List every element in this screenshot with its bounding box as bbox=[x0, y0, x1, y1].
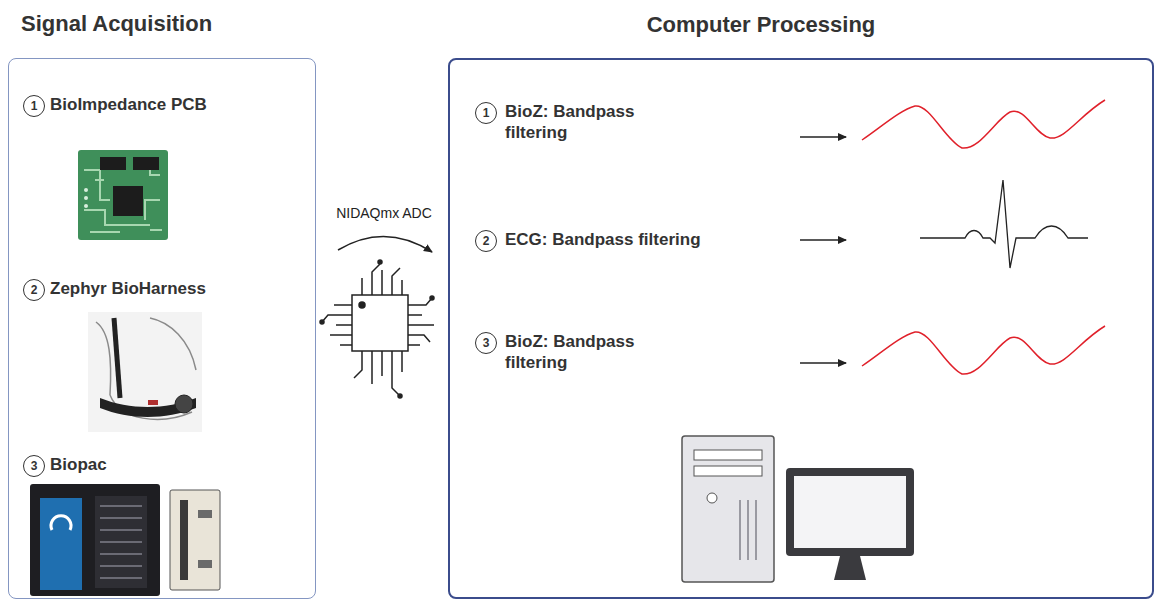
process-arrow bbox=[800, 239, 846, 241]
callout-number: 2 bbox=[31, 284, 38, 296]
pcb-board bbox=[78, 150, 168, 240]
device-name: BioImpedance PCB bbox=[50, 94, 300, 115]
biopac-illustration bbox=[30, 484, 220, 596]
callout-circle: 1 bbox=[23, 95, 45, 117]
power-button bbox=[707, 493, 717, 503]
drive-bay bbox=[694, 466, 762, 476]
drive-bay bbox=[694, 450, 762, 460]
biopac-unit bbox=[30, 484, 160, 596]
device-name: Zephyr BioHarness bbox=[50, 278, 300, 299]
panel-heading: Signal Acquisition bbox=[21, 11, 327, 37]
pcb-chip bbox=[113, 186, 143, 216]
callout-circle: 3 bbox=[475, 332, 497, 354]
shoulder-strap bbox=[114, 318, 120, 398]
module-port bbox=[198, 510, 212, 518]
pcb-chip bbox=[133, 157, 159, 170]
callout-circle: 2 bbox=[23, 279, 45, 301]
torso-outline bbox=[96, 318, 196, 419]
chip-dot bbox=[359, 302, 365, 308]
slot-lines bbox=[100, 506, 142, 578]
pcb-pad bbox=[84, 196, 88, 200]
pcb-illustration bbox=[78, 150, 168, 240]
strap-tag bbox=[148, 400, 158, 405]
callout-circle: 2 bbox=[475, 230, 497, 252]
biopac-module bbox=[170, 490, 220, 590]
pin-end bbox=[398, 394, 402, 398]
processing-step: BioZ: Bandpass filtering bbox=[505, 101, 690, 143]
bioz-waveform-group bbox=[862, 326, 1105, 374]
pcb-pad bbox=[84, 204, 88, 208]
chip-body bbox=[352, 295, 408, 351]
sensor-module bbox=[175, 395, 193, 413]
processing-step: BioZ: Bandpass filtering bbox=[505, 331, 690, 373]
biopac-logo bbox=[51, 516, 71, 530]
pcb-pad bbox=[84, 188, 88, 192]
processing-step: ECG: Bandpass filtering bbox=[505, 229, 790, 250]
callout-number: 1 bbox=[31, 100, 38, 112]
adc-label: NIDAQmx ADC bbox=[322, 204, 446, 222]
device-name: Biopac bbox=[50, 454, 300, 475]
chip-pins bbox=[322, 305, 352, 345]
adc-arrow bbox=[338, 236, 432, 252]
module-slot bbox=[180, 500, 188, 580]
chip-pins bbox=[362, 264, 402, 295]
monitor-screen bbox=[794, 476, 906, 548]
tower bbox=[682, 436, 774, 582]
chip-pins bbox=[354, 351, 402, 396]
callout-circle: 3 bbox=[23, 455, 45, 477]
ecg-waveform bbox=[920, 180, 1088, 268]
bioz-waveform bbox=[862, 100, 1105, 148]
vents bbox=[740, 500, 756, 560]
module-port bbox=[198, 560, 212, 568]
panel-heading: Computer Processing bbox=[410, 12, 1112, 38]
chip-illustration bbox=[320, 260, 434, 398]
callout-number: 3 bbox=[31, 460, 38, 472]
pcb-chip bbox=[100, 157, 126, 170]
pin-end bbox=[320, 320, 324, 324]
bioharness-illustration bbox=[88, 312, 202, 432]
photo-ground bbox=[88, 312, 202, 432]
biopac-slots bbox=[95, 496, 147, 588]
monitor-stand bbox=[834, 556, 866, 580]
pin-end bbox=[378, 260, 382, 264]
biopac-panel bbox=[40, 498, 82, 590]
monitor-bezel bbox=[786, 468, 914, 556]
pin-end bbox=[430, 296, 434, 300]
process-arrow bbox=[800, 362, 846, 364]
process-arrow bbox=[800, 136, 846, 138]
callout-number: 1 bbox=[483, 107, 490, 119]
pcb-traces bbox=[84, 160, 162, 232]
computer-illustration bbox=[682, 436, 914, 582]
callout-number: 2 bbox=[483, 235, 490, 247]
chip-pins bbox=[408, 298, 434, 345]
callout-circle: 1 bbox=[475, 102, 497, 124]
bioz-waveform bbox=[862, 326, 1105, 374]
acquisition-panel: Signal Acquisition123 bbox=[8, 58, 316, 599]
callout-number: 3 bbox=[483, 337, 490, 349]
